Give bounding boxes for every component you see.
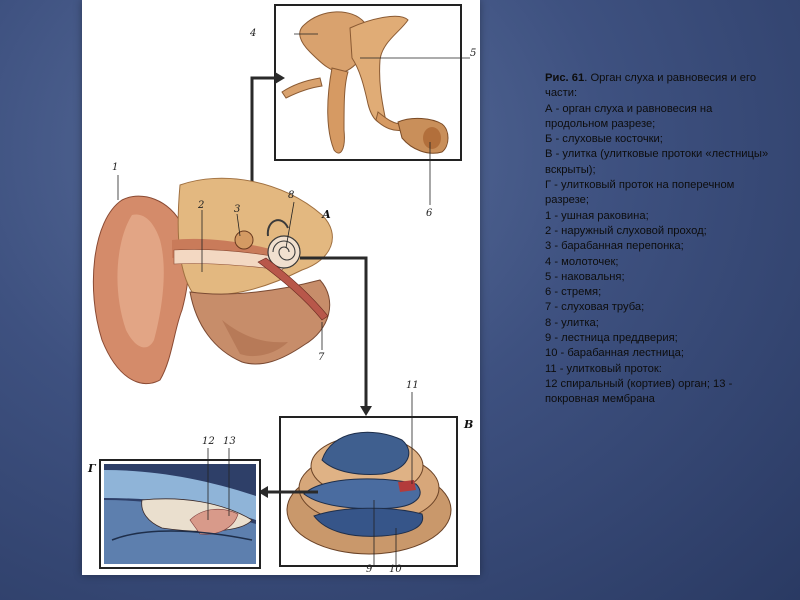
caption-line: 6 - стремя; bbox=[545, 286, 602, 299]
arrowhead-b bbox=[275, 72, 285, 84]
label-9: 9 bbox=[366, 564, 373, 575]
caption-line: 7 - слуховая труба; bbox=[545, 301, 645, 314]
panel-label-g: Г bbox=[87, 462, 97, 475]
arrowhead-v bbox=[360, 406, 372, 416]
temporal-bone bbox=[177, 177, 333, 296]
semicircular-canal bbox=[266, 219, 289, 237]
caption-line: 4 - молоточек; bbox=[545, 255, 619, 268]
figure-caption: Рис. 61. Орган слуха и равновесия и его … bbox=[545, 71, 775, 408]
middle-ear-ossicles bbox=[234, 230, 254, 250]
leader-3 bbox=[236, 213, 241, 237]
caption-line: 11 - улитковый проток: bbox=[545, 362, 662, 375]
scala-upper bbox=[321, 431, 410, 475]
label-10: 10 bbox=[389, 564, 402, 575]
caption-line: Г - улитковый проток на поперечном разре… bbox=[545, 179, 735, 207]
label-11: 11 bbox=[406, 380, 419, 391]
label-4: 4 bbox=[249, 28, 256, 39]
arrowhead-g bbox=[258, 486, 268, 498]
anatomy-figure: 4 5 6 1 2 3 8 7 А 11 В 9 10 12 13 Г bbox=[82, 0, 480, 575]
label-12: 12 bbox=[202, 436, 215, 447]
incus-shape bbox=[349, 15, 409, 124]
petrous-mass bbox=[189, 279, 331, 365]
label-13: 13 bbox=[223, 436, 236, 447]
caption-line: 10 - барабанная лестница; bbox=[545, 347, 684, 360]
arrow-a-to-v bbox=[300, 256, 368, 406]
label-3: 3 bbox=[234, 204, 240, 215]
malleus-process bbox=[281, 77, 323, 99]
stapes-footplate bbox=[423, 127, 441, 149]
basilar-membrane bbox=[111, 530, 253, 541]
caption-title-rest: . Орган слуха и равновесия и его части: bbox=[545, 72, 757, 100]
caption-line: В - улитка (улитковые протоки «лестницы»… bbox=[545, 148, 769, 176]
cochlear-duct-mark bbox=[398, 480, 416, 492]
label-5: 5 bbox=[470, 48, 476, 59]
malleus-handle bbox=[327, 67, 349, 154]
caption-line: 1 - ушная раковина; bbox=[545, 209, 649, 222]
panel-label-a: А bbox=[321, 208, 331, 221]
scala-lower bbox=[313, 507, 424, 537]
label-8: 8 bbox=[288, 190, 294, 201]
ear-anatomy-illustration: 4 5 6 1 2 3 8 7 А 11 В 9 10 12 13 Г bbox=[87, 4, 476, 575]
caption-title-prefix: Рис. 61 bbox=[545, 72, 585, 84]
auditory-tube bbox=[257, 257, 329, 321]
caption-line: 5 - наковальня; bbox=[545, 270, 625, 283]
panel-label-v: В bbox=[463, 418, 473, 431]
auricle-inner bbox=[117, 214, 164, 348]
caption-line: А - орган слуха и равновесия на продольн… bbox=[545, 102, 713, 130]
scala-middle bbox=[303, 478, 421, 510]
label-6: 6 bbox=[426, 208, 433, 219]
caption-line: 8 - улитка; bbox=[545, 316, 599, 329]
caption-line: 3 - барабанная перепонка; bbox=[545, 240, 684, 253]
label-1: 1 bbox=[112, 162, 118, 173]
caption-line: 12 спиральный (кортиев) орган; 13 - покр… bbox=[545, 377, 733, 406]
leader-8 bbox=[285, 201, 295, 249]
caption-line: Б - слуховые косточки; bbox=[545, 133, 663, 146]
label-7: 7 bbox=[318, 352, 325, 363]
label-2: 2 bbox=[197, 200, 204, 211]
caption-line: 9 - лестница преддверия; bbox=[545, 332, 678, 345]
caption-line: 2 - наружный слуховой проход; bbox=[545, 224, 707, 237]
caption-title: Рис. 61. Орган слуха и равновесия и его … bbox=[545, 71, 775, 102]
mass-shadow bbox=[222, 320, 288, 357]
cochlea-spiral bbox=[272, 240, 296, 261]
